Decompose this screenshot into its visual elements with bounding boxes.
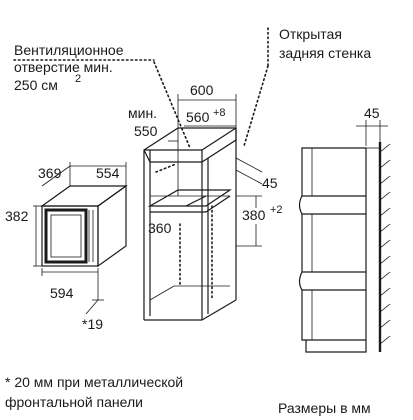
dim-560-sup: +8 bbox=[213, 107, 226, 119]
side-view-drawing bbox=[298, 142, 391, 353]
dim-600: 600 bbox=[190, 82, 214, 98]
vent-label-line3: 250 см bbox=[14, 77, 58, 93]
dim-min: мин. bbox=[128, 105, 157, 121]
dim-380-sup: +2 bbox=[270, 204, 283, 216]
vent-label-line2: отверстие мин. bbox=[14, 59, 113, 75]
footnote-line2: фронтальной панели bbox=[5, 394, 143, 410]
dim-594: 594 bbox=[50, 285, 74, 301]
dim-380: 380 bbox=[242, 207, 266, 223]
dim-19: *19 bbox=[82, 316, 103, 332]
back-label-line1: Открытая bbox=[279, 26, 342, 42]
back-leader bbox=[243, 65, 269, 147]
dim-554: 554 bbox=[96, 165, 120, 181]
dim-560: 560 bbox=[186, 109, 210, 125]
microwave-drawing bbox=[40, 184, 128, 268]
dim-369-line bbox=[41, 165, 71, 187]
dim-382: 382 bbox=[5, 208, 29, 224]
dim-45-side: 45 bbox=[262, 175, 278, 191]
units-note: Размеры в мм bbox=[278, 400, 371, 416]
vent-leader bbox=[153, 61, 191, 149]
cabinet-drawing bbox=[143, 127, 237, 321]
vent-label-line1: Вентиляционное bbox=[14, 42, 124, 58]
dim-369: 369 bbox=[38, 165, 62, 181]
dim-550: 550 bbox=[134, 123, 158, 139]
vent-label-sup: 2 bbox=[75, 73, 81, 85]
footnote-line1: * 20 мм при металлической bbox=[5, 374, 183, 390]
back-label-line2: задняя стенка bbox=[279, 45, 371, 61]
dim-360: 360 bbox=[148, 220, 172, 236]
dim-45-right: 45 bbox=[364, 105, 380, 121]
